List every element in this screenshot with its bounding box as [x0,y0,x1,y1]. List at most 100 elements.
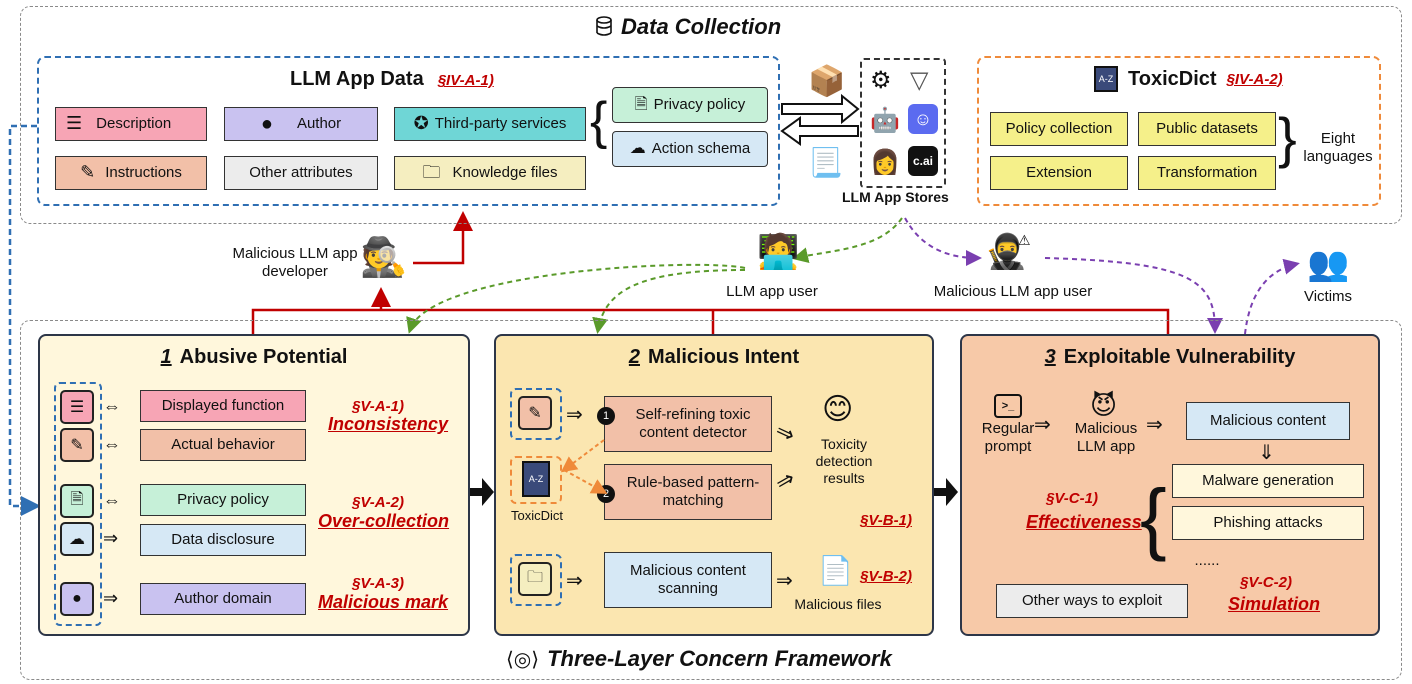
author-item: ●Author [224,107,378,141]
folder-icon: 🗀 [518,562,552,596]
rule-based-box: 2 Rule-based pattern-matching [597,464,772,520]
cloud-icon: ☁ [629,140,646,158]
ref-vc2: §V-C-2) [1240,574,1292,591]
malicious-file-icon: 📄 [818,555,853,586]
exchange-arrows [780,93,860,146]
ref-vb2: §V-B-2) [860,568,912,585]
data-disclosure-box: Data disclosure [140,524,306,556]
third-party-item: ✪Third-party services [394,107,586,141]
extension-item: Extension [990,156,1128,190]
folder-icon: 🗀 [422,162,441,183]
privacy-policy-box: Privacy policy [140,484,306,516]
detector-box: 1 Self-refining toxic content detector [597,396,772,452]
phishing-box: Phishing attacks [1172,506,1364,540]
framework-panel [20,320,1402,680]
lines-icon: ☰ [60,390,94,424]
brain-icon: ⟨◎⟩ [506,648,540,671]
openai-icon: ✪ [413,113,429,134]
malware-box: Malware generation [1172,464,1364,498]
public-datasets-item: Public datasets [1138,112,1276,146]
edit-icon: ✎ [518,396,552,430]
other-attributes-item: Other attributes [224,156,378,190]
privacy-policy-item: 🗎Privacy policy [612,87,768,123]
chatgpt-icon: ⚙ [870,67,892,94]
framework-title: ⟨◎⟩ Three-Layer Concern Framework [506,646,892,671]
policy-collection-item: Policy collection [990,112,1128,146]
badge-1: 1 [597,407,615,425]
languages-label: Eight languages [1303,130,1373,165]
dictionary-icon: A-Z [1094,66,1118,92]
toxicdict-header: A-Z ToxicDict §IV-A-2) [1094,66,1283,92]
over-collection-label: Over-collection [318,511,450,531]
cai-icon: c.ai [908,146,938,176]
user-to-malicious-arrow [592,269,746,334]
malicious-files-label: Malicious files [794,596,882,612]
inconsistency-label: Inconsistency [328,414,449,434]
data-collection-panel [20,6,1402,224]
store-icons-box: ⚙ ▽ 🤖 ☺ 👩 c.ai [860,58,946,188]
cloud-icon: ☁ [60,522,94,556]
author-domain-box: Author domain [140,583,306,615]
brace: { [590,92,608,150]
transformation-item: Transformation [1138,156,1276,190]
emotion-faces-icon: 😊 [822,393,854,426]
person-icon: ● [260,113,273,135]
llm-app-data-panel [37,56,780,206]
ellipsis-label: ...... [1194,552,1220,569]
user-icon: 🧑‍💻 [757,233,800,271]
lines-icon: ☰ [66,113,83,134]
malicious-user-label: Malicious LLM app user [933,283,1093,300]
edit-icon: ✎ [80,162,96,183]
malicious-developer-label: Malicious LLM app developer [232,245,358,280]
layer2-to-layer3-arrow [934,478,958,506]
malicious-app-label: Malicious LLM app [1074,420,1138,455]
abusive-icon-group [54,382,102,626]
scanning-box: Malicious content scanning [604,552,772,608]
malicious-user-icon: 🥷 [985,233,1028,271]
description-item: ☰Description [55,107,207,141]
brace-right: } [1278,106,1297,169]
user-label: LLM app user [726,283,818,300]
malicious-mark-label: Malicious mark [318,592,449,612]
instructions-item: ✎Instructions [55,156,207,190]
dictionary-icon: A-Z [522,461,550,497]
developer-to-appdata-arrow [413,211,473,265]
simulation-label: Simulation [1228,594,1321,614]
ghost-icon: ☺ [908,104,938,134]
user-to-abusive-arrow [406,263,746,334]
person-icon: ● [60,582,94,616]
toxicdict-label: ToxicDict [510,508,563,523]
terminal-icon: >_ [994,394,1022,418]
coze-icon: 🤖 [870,107,900,134]
other-ways-box: Other ways to exploit [996,584,1188,618]
exploit-to-victims-arrow [1244,258,1300,335]
poe-icon: ▽ [910,67,929,94]
action-schema-item: ☁Action schema [612,131,768,167]
character-icon: 👩 [870,149,900,176]
actual-behavior-box: Actual behavior [140,429,306,461]
stores-label: LLM App Stores [842,189,949,205]
victims-label: Victims [1303,288,1353,305]
ref-va2: §V-A-2) [352,494,404,511]
certificate-icon: 📃 [808,147,843,178]
policy-doc-icon: 🗎 [60,484,94,518]
package-icon: 📦 [808,65,846,98]
store-to-maluser-arrow [904,217,982,266]
layer1-to-layer2-arrow [470,478,494,506]
policy-doc-icon: 🗎 [634,96,648,114]
framework-bus-line [251,308,1170,334]
effectiveness-label: Effectiveness [1026,512,1142,532]
app-data-to-abusive-arrow [8,124,41,516]
malicious-content-box: Malicious content [1186,402,1350,440]
toxicdict-panel [977,56,1381,206]
toxicity-results-label: Toxicity detection results [815,436,873,486]
ref-vc1: §V-C-1) [1046,490,1098,507]
warning-icon: ⚠ [1018,232,1031,248]
hacker-icon: 🕵 [360,237,408,279]
edit-icon: ✎ [60,428,94,462]
ref-va1: §V-A-1) [352,398,404,415]
devil-icon: 😈 [1090,390,1118,420]
